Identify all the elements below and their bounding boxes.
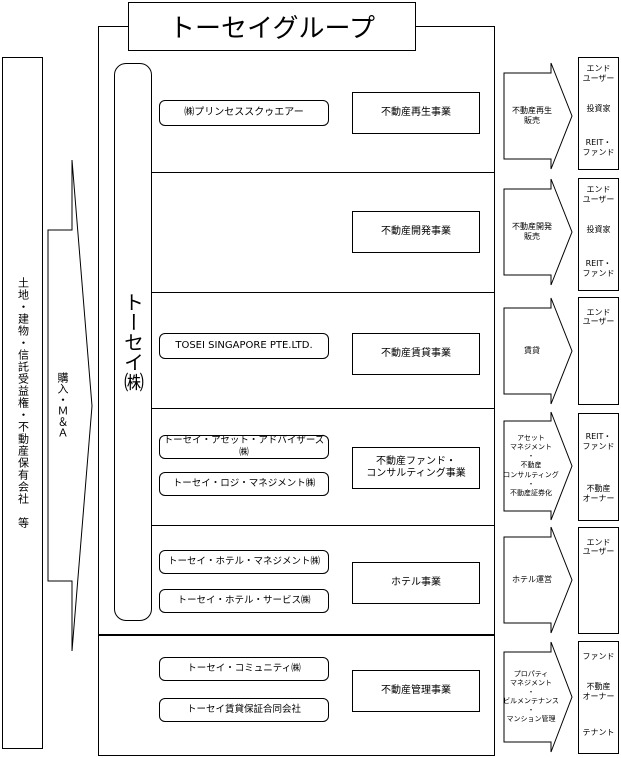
customer-investor: 投資家 <box>586 225 611 234</box>
output-label-hotel: ホテル運営 <box>512 575 552 584</box>
row-divider <box>152 172 495 173</box>
customer-property-owner: 不動産 オーナー <box>582 484 615 503</box>
subsidiary-tosei-community: トーセイ・コミュニティ㈱ <box>159 657 329 681</box>
source-assets-label: 土地・建物・信託受益権・不動産保有会社 等 <box>16 277 30 529</box>
customer-box-leasing: エンド ユーザー <box>578 297 619 405</box>
business-real-estate-development: 不動産開発事業 <box>352 211 480 253</box>
customer-end-user: エンド ユーザー <box>582 537 615 557</box>
customer-investor: 投資家 <box>586 104 611 113</box>
subsidiary-tosei-rental-guarantee: トーセイ賃貸保証合同会社 <box>159 698 329 722</box>
row-divider <box>152 525 495 526</box>
acquisition-arrow <box>47 159 93 652</box>
subsidiary-tosei-logi-management: トーセイ・ロジ・マネジメント㈱ <box>159 472 329 496</box>
subsidiary-tosei-hotel-management: トーセイ・ホテル・マネジメント㈱ <box>159 550 329 574</box>
customer-end-user: エンド ユーザー <box>582 185 615 204</box>
business-real-estate-leasing: 不動産賃貸事業 <box>352 333 480 375</box>
customer-box-development: エンド ユーザー 投資家 REIT・ ファンド <box>578 178 619 291</box>
output-arrow-revitalization <box>503 62 573 170</box>
customer-reit-fund: REIT・ ファンド <box>582 138 615 157</box>
customer-box-hotel: エンド ユーザー <box>578 527 619 634</box>
customer-tenant: テナント <box>582 728 615 737</box>
row-divider <box>152 408 495 409</box>
subsidiary-tosei-asset-advisors: トーセイ・アセット・アドバイザーズ㈱ <box>159 435 329 459</box>
customer-box-fund-consulting: REIT・ ファンド 不動産 オーナー <box>578 413 619 521</box>
output-label-fund-consulting: アセット マネジメント ・ 不動産 コンサルティング ・ 不動産証券化 <box>503 434 559 497</box>
output-label-management: プロパティ マネジメント ・ ビルメンテナンス ・ マンション管理 <box>503 669 559 724</box>
subsidiary-tosei-singapore: TOSEI SINGAPORE PTE.LTD. <box>159 333 329 359</box>
business-property-management: 不動産管理事業 <box>352 670 480 712</box>
output-label-leasing: 賃貸 <box>524 346 540 355</box>
output-arrow-fund-consulting <box>503 411 573 521</box>
source-assets-box: 土地・建物・信託受益権・不動産保有会社 等 <box>2 57 43 749</box>
business-hotel: ホテル事業 <box>352 562 480 604</box>
subsidiary-princess-square: ㈱プリンセススクゥエアー <box>159 100 329 126</box>
customer-property-owner: 不動産 オーナー <box>582 682 615 701</box>
output-arrow-hotel <box>503 526 573 634</box>
business-fund-consulting: 不動産ファンド・ コンサルティング事業 <box>352 447 480 489</box>
customer-box-revitalization: エンド ユーザー 投資家 REIT・ ファンド <box>578 57 619 170</box>
business-real-estate-revitalization: 不動産再生事業 <box>352 92 480 134</box>
customer-fund: ファンド <box>582 652 615 661</box>
output-label-revitalization: 不動産再生 販売 <box>512 106 552 125</box>
acquisition-label: 購入・Ｍ＆Ａ <box>56 372 69 438</box>
customer-box-management: ファンド 不動産 オーナー テナント <box>578 641 619 754</box>
acquisition-label-wrap: 購入・Ｍ＆Ａ <box>48 340 76 470</box>
output-arrow-leasing <box>503 297 573 405</box>
core-company-box: トーセイ㈱ <box>114 63 152 621</box>
output-arrow-management <box>503 641 573 753</box>
row-divider <box>152 292 495 293</box>
page-title: トーセイグループ <box>169 14 375 44</box>
customer-reit-fund: REIT・ ファンド <box>582 432 615 451</box>
output-arrow-development <box>503 178 573 286</box>
customer-end-user: エンド ユーザー <box>582 64 615 83</box>
customer-end-user: エンド ユーザー <box>582 307 615 327</box>
core-company-label: トーセイ㈱ <box>120 292 145 392</box>
customer-reit-fund: REIT・ ファンド <box>582 259 615 278</box>
output-label-development: 不動産開発 販売 <box>512 222 552 241</box>
subsidiary-tosei-hotel-service: トーセイ・ホテル・サービス㈱ <box>159 589 329 613</box>
page-title-box: トーセイグループ <box>128 2 416 51</box>
